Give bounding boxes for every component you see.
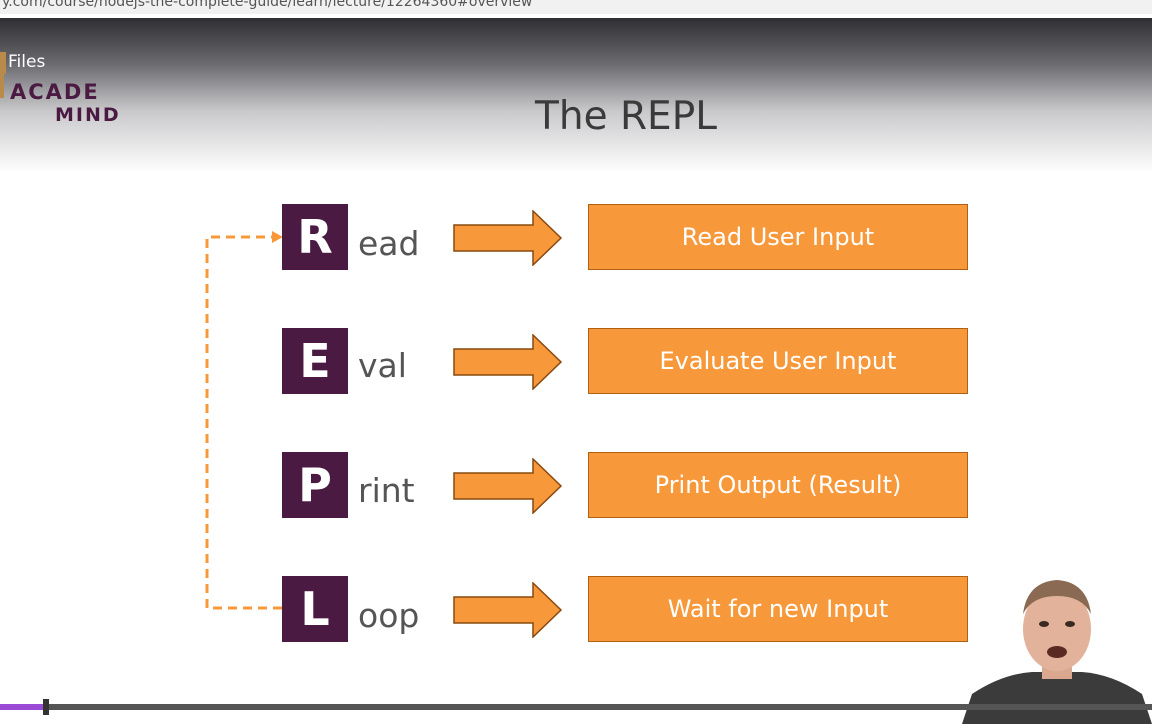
right-arrow-icon [453,334,563,390]
description-box-read: Read User Input [588,204,968,270]
loop-arrowhead-icon [272,231,283,243]
letter-box-read: R [282,204,348,270]
logo-accent [0,74,4,98]
video-player[interactable]: Files ACADE MIND The REPL R ead Read Use… [0,18,1152,724]
word-rest-read: ead [358,224,420,263]
word-rest-loop: oop [358,596,420,635]
progress-handle[interactable] [43,699,50,715]
slide-title: The REPL [535,94,717,139]
url-text: y.com/course/nodejs-the-complete-guide/l… [2,0,533,10]
files-overlay-label[interactable]: Files [8,52,46,72]
description-box-eval: Evaluate User Input [588,328,968,394]
toolbar-divider [0,14,1152,18]
right-arrow-icon [453,582,563,638]
description-box-loop: Wait for new Input [588,576,968,642]
letter-box-loop: L [282,576,348,642]
academind-logo-bottom: MIND [55,104,121,126]
browser-address-bar[interactable]: y.com/course/nodejs-the-complete-guide/l… [0,0,1152,14]
description-box-print: Print Output (Result) [588,452,968,518]
word-rest-print: rint [358,471,415,510]
slide-header-band [0,18,1152,173]
word-rest-eval: val [358,346,407,385]
loop-connector [205,231,283,610]
video-progress-bar[interactable] [0,699,1152,715]
logo-accent [0,52,6,74]
progress-fill [0,704,47,710]
academind-logo-top: ACADE [10,80,100,104]
presenter-webcam [962,580,1152,724]
right-arrow-icon [453,458,563,514]
right-arrow-icon [453,210,563,266]
letter-box-eval: E [282,328,348,394]
letter-box-print: P [282,452,348,518]
